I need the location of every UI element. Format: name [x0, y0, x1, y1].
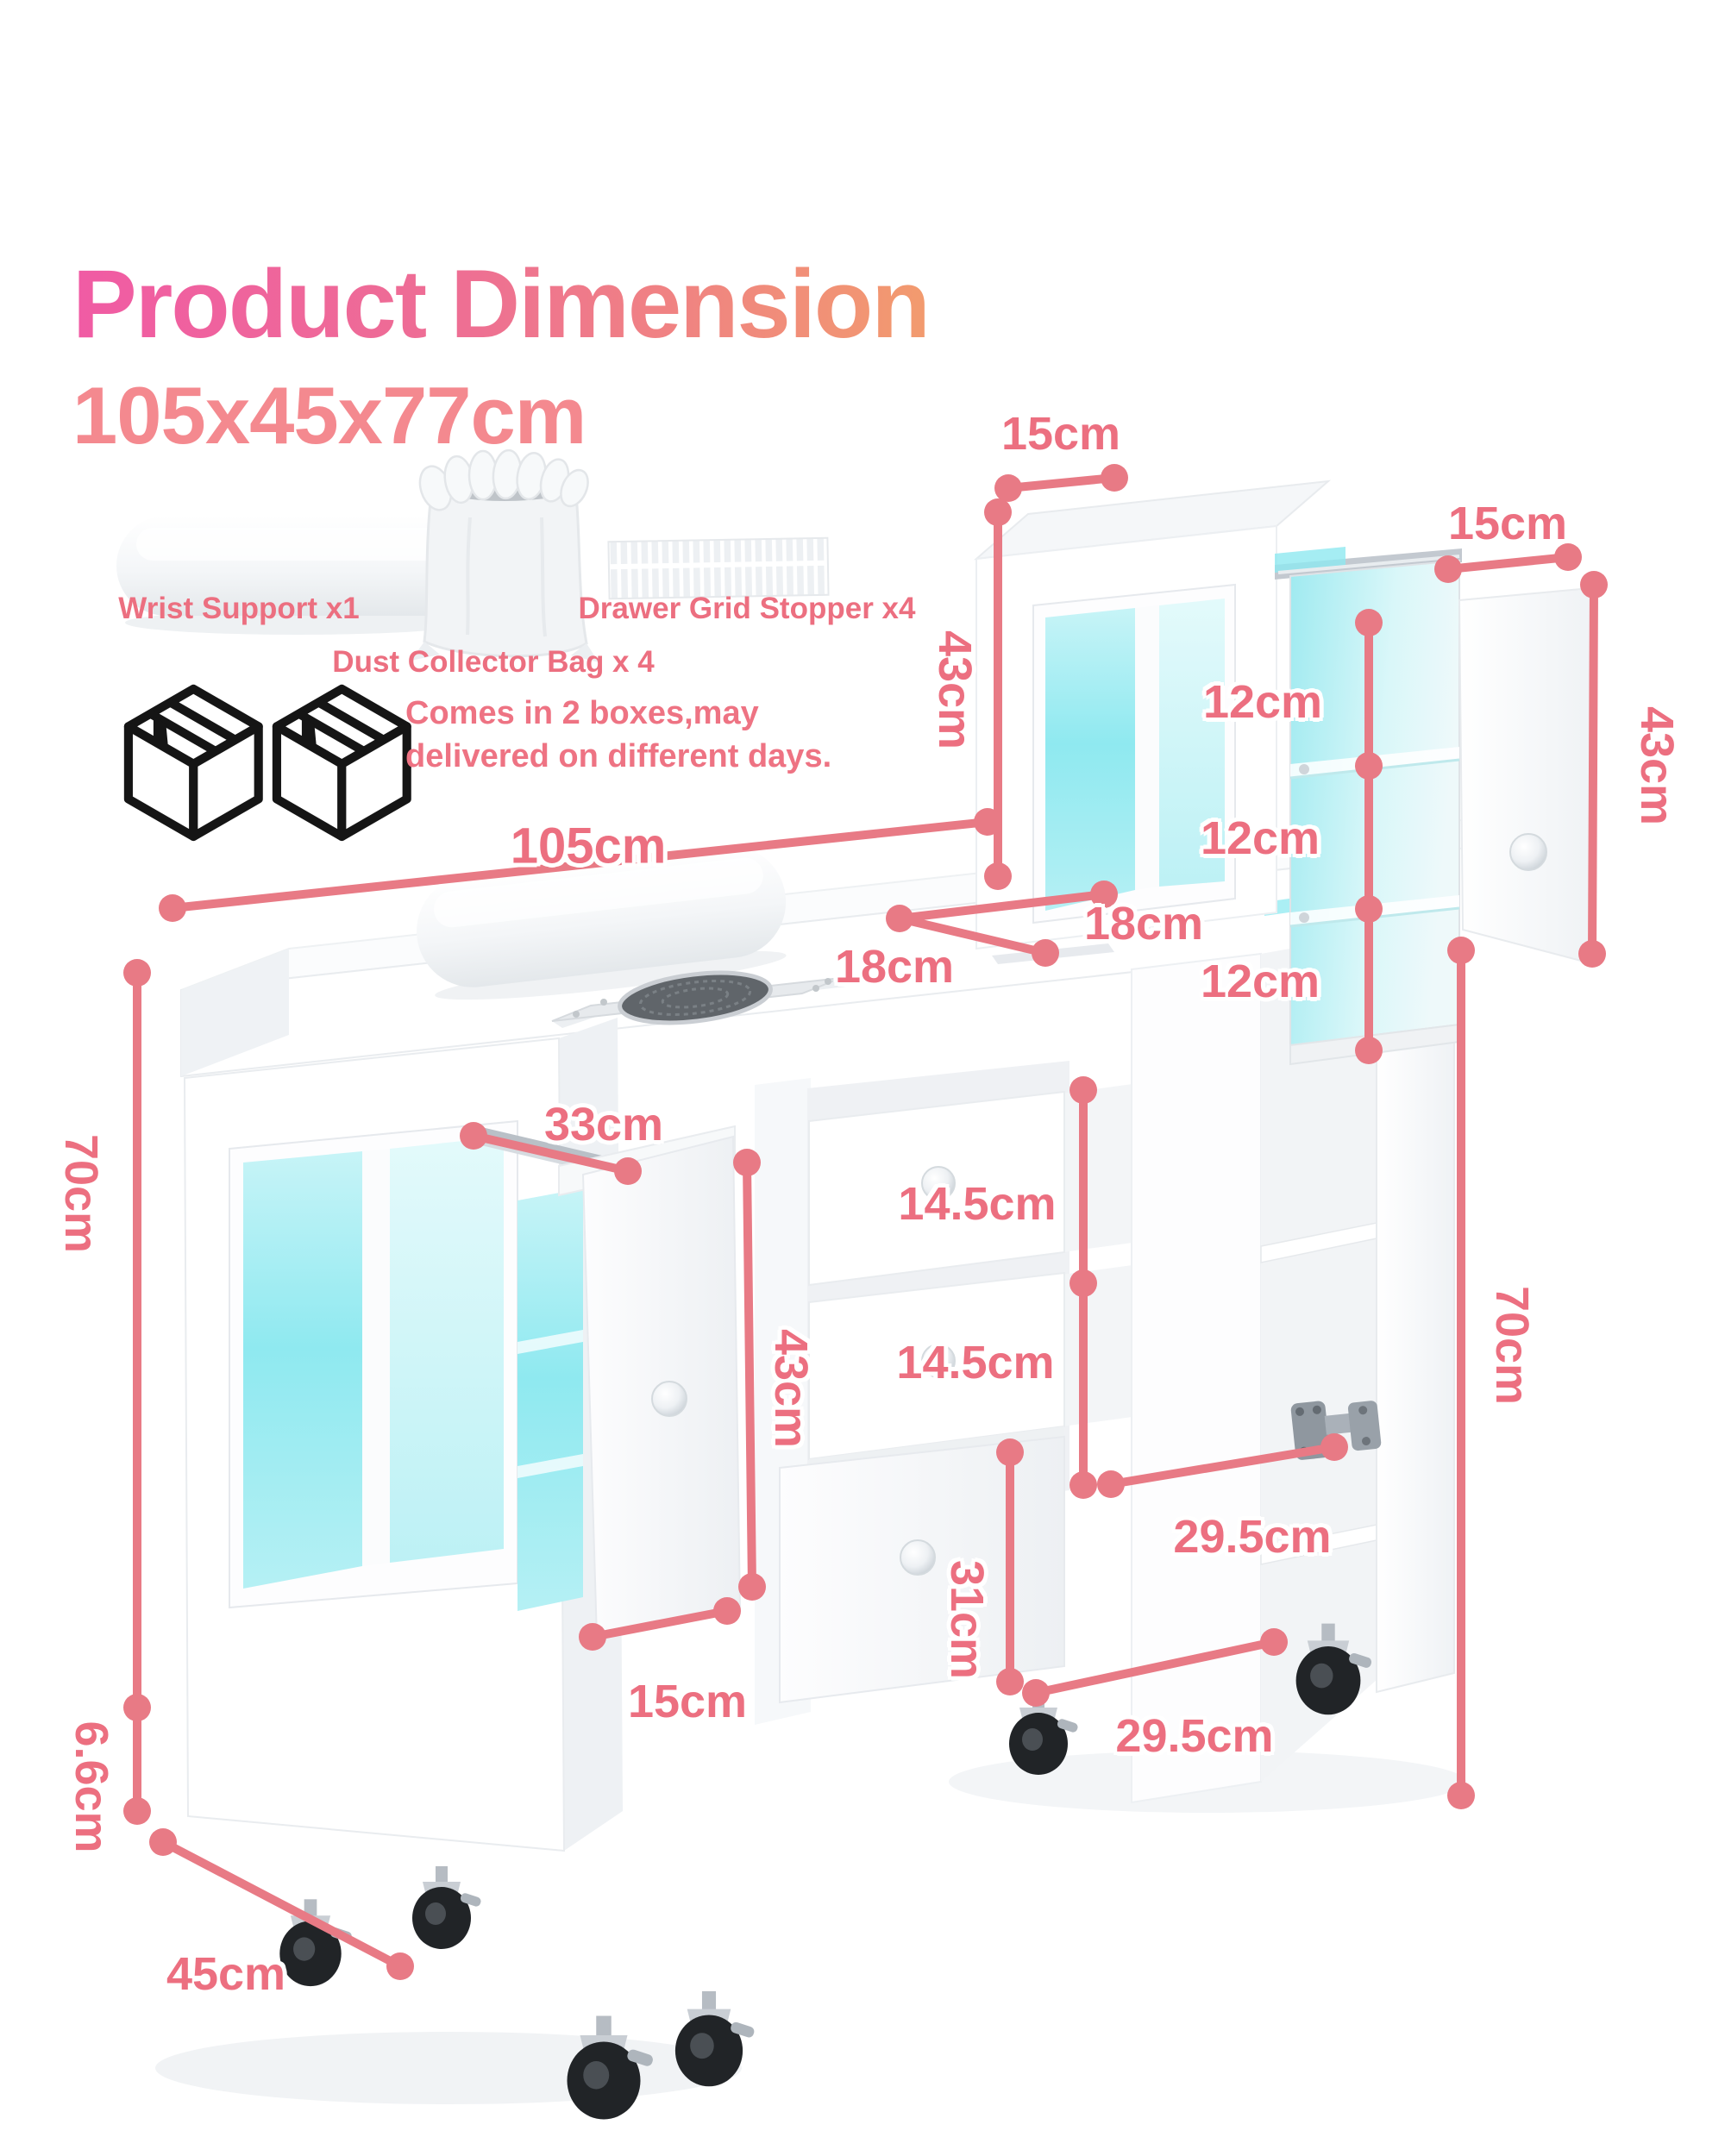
wrist-support-label: Wrist Support x1 [118, 592, 360, 625]
dim-line-top-cabinet-depth [994, 464, 1128, 502]
dim-line-drawer-heights [1070, 1076, 1097, 1499]
dim-label-shelf-gap-1: 12cm [1202, 676, 1323, 728]
dim-label-drawer-height-2: 14.5cm [896, 1337, 1055, 1388]
dim-line-desktop-slots [886, 881, 1118, 967]
dim-label-desktop-slot-right: 18cm [1083, 898, 1204, 950]
dim-label-shelf-gap-3: 12cm [1200, 956, 1320, 1007]
wrist-pillow-on-desk [417, 845, 787, 1000]
dim-line-desk-depth [149, 1828, 414, 1980]
shipping-note: Comes in 2 boxes,may delivered on differ… [405, 692, 831, 778]
top-cabinet-door-knob [1509, 833, 1547, 871]
right-pedestal [755, 918, 1455, 1804]
dim-line-top-cabinet-door-width [1434, 543, 1582, 583]
led-window-pane-right [390, 1137, 504, 1563]
dim-label-right-total-height: 70cm [1486, 1285, 1538, 1406]
led-window-pane-left [243, 1151, 362, 1589]
shipping-note-line2: delivered on different days. [405, 738, 832, 774]
dim-line-top-cabinet-door-height [1578, 571, 1608, 968]
drawer-2-knob [921, 1344, 956, 1378]
top-window-pane-right [1159, 599, 1225, 887]
dim-label-drawer-height-1: 14.5cm [898, 1178, 1057, 1230]
drawer-grid-stopper-label: Drawer Grid Stopper x4 [578, 592, 916, 625]
dim-label-top-cabinet-depth: 15cm [1000, 408, 1121, 460]
dim-line-under-desk-clearance [733, 1149, 766, 1601]
drawer-grid-stopper-image [607, 536, 830, 600]
dim-label-caster-height: 6.6cm [66, 1720, 117, 1853]
dim-label-top-cabinet-height-left: 43cm [929, 630, 981, 750]
left-drawer-led-opening [518, 1188, 583, 1611]
desk-left-end [181, 949, 289, 1076]
dust-collector-vent [551, 970, 854, 1028]
page-subtitle: 105x45x77cm [72, 370, 586, 461]
dim-line-bottom-door-height [996, 1438, 1024, 1695]
shipping-note-line1: Comes in 2 boxes,may [405, 695, 759, 731]
dust-collector-bag-image [411, 448, 599, 662]
dim-label-left-total-height: 70cm [55, 1133, 107, 1254]
dim-line-desk-length [159, 808, 1001, 922]
floor-shadow-left [155, 2032, 742, 2104]
dim-label-under-desk-clearance: 43cm [765, 1328, 817, 1449]
left-pedestal-open-drawer [481, 1125, 742, 1640]
dim-line-bottom-door-width [1022, 1628, 1288, 1707]
dust-collector-bag-label: Dust Collector Bag x 4 [332, 645, 655, 679]
dim-line-shelf-gaps [1355, 609, 1383, 1064]
dim-label-desk-depth: 45cm [166, 1948, 286, 2000]
shipping-box-icons [129, 689, 407, 837]
top-window-pane-left [1045, 608, 1135, 911]
right-column [1131, 952, 1262, 1804]
dim-line-left-door-width [579, 1597, 741, 1651]
wrist-support-image [116, 516, 479, 635]
dim-line-drawer-width [1097, 1433, 1348, 1498]
top-cabinet-door-open [1458, 586, 1596, 966]
right-column-interior [1261, 933, 1377, 1782]
dim-label-top-cabinet-door-width: 15cm [1447, 498, 1568, 549]
dim-label-top-cabinet-door-height: 43cm [1631, 705, 1683, 826]
dim-label-left-door-width: 15cm [627, 1676, 748, 1727]
dim-label-side-drawer-depth: 33cm [543, 1099, 664, 1150]
left-pedestal [183, 1018, 756, 2120]
led-window-mullion [362, 1149, 390, 1566]
dimension-lines [123, 464, 1608, 1980]
drawer-1-knob [921, 1166, 956, 1200]
dim-label-desktop-slot-left: 18cm [834, 941, 955, 993]
page-title: Product Dimension [72, 250, 931, 358]
dim-line-side-drawer-depth [460, 1122, 642, 1185]
bottom-door-knob [900, 1539, 936, 1576]
dim-label-drawer-width: 29.5cm [1173, 1511, 1332, 1563]
dim-label-bottom-door-width: 29.5cm [1115, 1710, 1274, 1762]
door-knob [651, 1381, 687, 1417]
dim-label-bottom-door-height: 31cm [941, 1559, 993, 1680]
dim-label-desk-length: 105cm [510, 818, 667, 874]
dim-line-left-total-height [123, 959, 151, 1721]
dim-line-caster-height [123, 1703, 151, 1825]
top-cabinet [973, 479, 1596, 1066]
dim-line-right-total-height [1447, 937, 1475, 1809]
dim-label-shelf-gap-2: 12cm [1200, 812, 1320, 864]
